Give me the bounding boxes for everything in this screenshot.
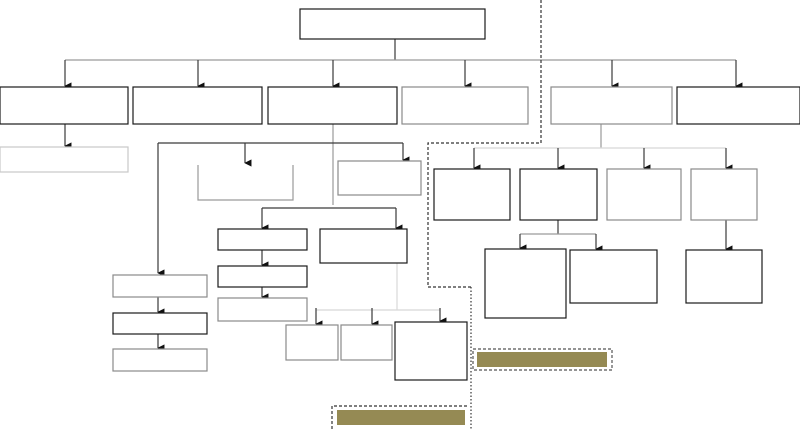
- highlight-bar-bottom: [337, 410, 465, 425]
- node-c-right: [337, 160, 422, 196]
- node-c-left-chain-1: [112, 274, 208, 298]
- node-e2: [519, 168, 598, 221]
- level1-node-e: [550, 86, 673, 125]
- node-e2-2: [569, 249, 658, 304]
- highlight-bar-right: [477, 352, 607, 367]
- level1-node-c: [267, 86, 398, 125]
- node-c-open-bracket: [197, 165, 294, 201]
- root-node: [299, 8, 486, 40]
- level1-node-b: [132, 86, 263, 125]
- level1-node-f: [676, 86, 800, 125]
- node-e3: [606, 168, 682, 221]
- node-c-left-chain-3: [112, 348, 208, 372]
- node-e4: [690, 168, 758, 221]
- level1-node-d: [401, 86, 529, 125]
- node-c-sub-left-3: [217, 297, 308, 322]
- node-c-sub-right-3: [394, 321, 468, 381]
- level1-node-a: [0, 86, 129, 125]
- node-a1: [0, 146, 129, 173]
- node-e1: [433, 168, 511, 221]
- highlight-frame-bottom: [331, 405, 469, 429]
- node-c-sub-left-1: [217, 228, 308, 251]
- node-e4-1: [685, 249, 763, 304]
- node-c-sub-right-2: [340, 324, 393, 361]
- node-c-sub-right: [319, 228, 408, 264]
- node-c-sub-left-2: [217, 265, 308, 288]
- node-c-left-chain-2: [112, 312, 208, 335]
- node-c-sub-right-1: [285, 324, 339, 361]
- dashed-boundary: [427, 0, 542, 288]
- node-e2-1: [484, 248, 567, 319]
